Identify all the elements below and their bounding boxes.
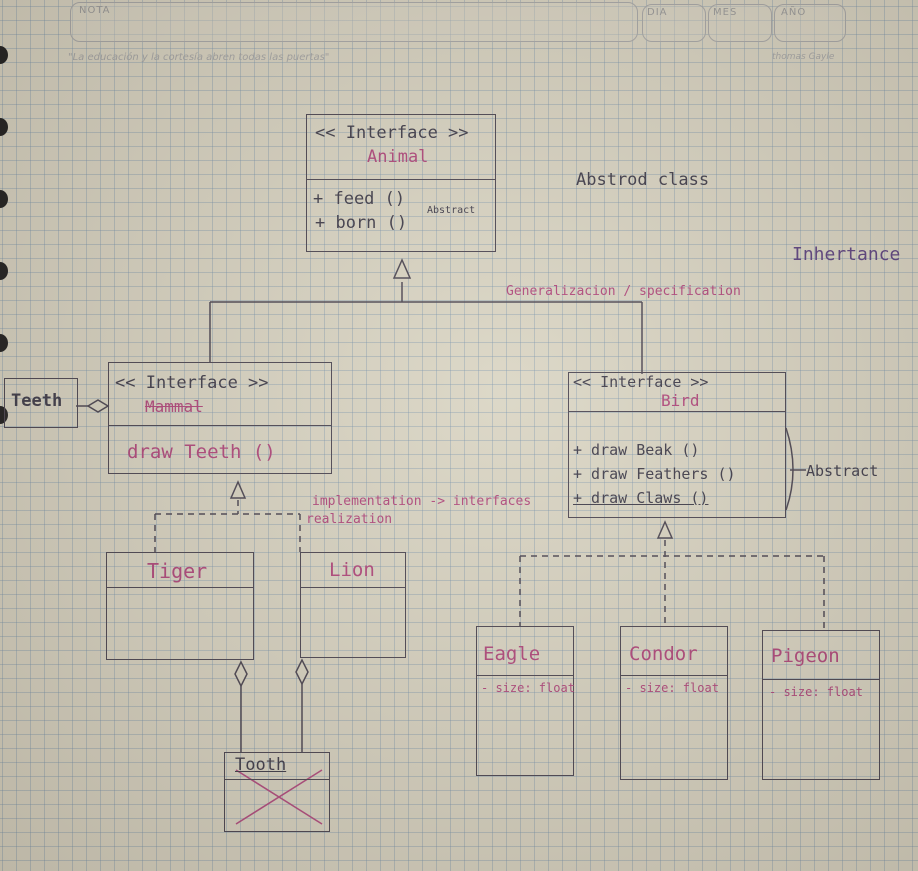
aggregation-diamond (86, 399, 110, 413)
tooth-class-box: Tooth (224, 752, 330, 832)
animal-abstract-note: Abstract (427, 205, 476, 216)
bird-method-feathers: + draw Feathers () (573, 465, 736, 483)
ano-label: AÑO (781, 7, 807, 18)
animal-interface-box: << Interface >> Animal + feed () + born … (306, 114, 496, 252)
generalization-label: Generalizacion / specification (506, 284, 741, 299)
animal-method-born: + born () (315, 213, 408, 233)
mes-field: MES (708, 4, 772, 42)
nota-label: NOTA (79, 5, 111, 16)
condor-name: Condor (629, 643, 698, 665)
inheritance-label: Inhertance (792, 244, 901, 265)
eagle-name: Eagle (483, 643, 541, 665)
bird-interface-box: << Interface >> Bird + draw Beak () + dr… (568, 372, 786, 518)
bird-stereotype: << Interface >> (573, 373, 709, 391)
eagle-class-box: Eagle - size: float (476, 626, 575, 776)
binder-ring (0, 118, 8, 136)
aggregation-diamond (234, 660, 248, 688)
tiger-class-box: Tiger (106, 552, 254, 660)
tooth-name: Tooth (235, 755, 287, 775)
notebook-motto: "La educación y la cortesía abren todas … (68, 52, 330, 63)
lion-class-box: Lion (300, 552, 406, 658)
bird-method-beak: + draw Beak () (573, 441, 700, 459)
binder-ring (0, 46, 8, 64)
binder-ring (0, 334, 8, 352)
pigeon-class-box: Pigeon - size: float (762, 630, 880, 780)
notebook-brand: thomas Gayle (772, 52, 835, 62)
condor-attr: - size: float (625, 681, 719, 695)
pigeon-name: Pigeon (771, 645, 840, 667)
animal-name: Animal (367, 147, 429, 167)
realization-arrowhead (229, 480, 247, 499)
lion-name: Lion (329, 559, 375, 581)
inheritance-arrowhead (392, 258, 412, 279)
nota-field: NOTA (70, 2, 638, 42)
ano-field: AÑO (774, 4, 846, 42)
mammal-stereotype: << Interface >> (115, 373, 269, 393)
mammal-name: Mammal (145, 397, 203, 416)
mammal-method: draw Teeth () (127, 441, 276, 463)
teeth-box: Teeth (4, 378, 78, 428)
realization-label-secondary: realization (306, 512, 393, 527)
realization-arrowhead (656, 520, 674, 539)
bird-name: Bird (661, 391, 700, 410)
animal-stereotype: << Interface >> (315, 123, 469, 143)
aggregation-diamond (295, 658, 309, 686)
abstract-brace (785, 427, 794, 511)
bird-abstract-note: Abstract (806, 462, 879, 480)
mes-label: MES (713, 7, 738, 18)
eagle-attr: - size: float (481, 681, 575, 695)
dia-field: DIA (642, 4, 706, 42)
realization-label: implementation -> interfaces (312, 494, 532, 509)
dia-label: DIA (647, 7, 668, 18)
mammal-interface-box: << Interface >> Mammal draw Teeth () (108, 362, 332, 474)
animal-method-feed: + feed () (313, 189, 406, 209)
binder-ring (0, 262, 8, 280)
binder-ring (0, 190, 8, 208)
condor-class-box: Condor - size: float (620, 626, 728, 780)
abstract-class-label: Abstrod class (576, 170, 710, 190)
bird-method-claws: + draw Claws () (573, 489, 709, 507)
tiger-name: Tiger (147, 559, 208, 583)
pigeon-attr: - size: float (769, 685, 863, 699)
teeth-label: Teeth (11, 391, 63, 411)
